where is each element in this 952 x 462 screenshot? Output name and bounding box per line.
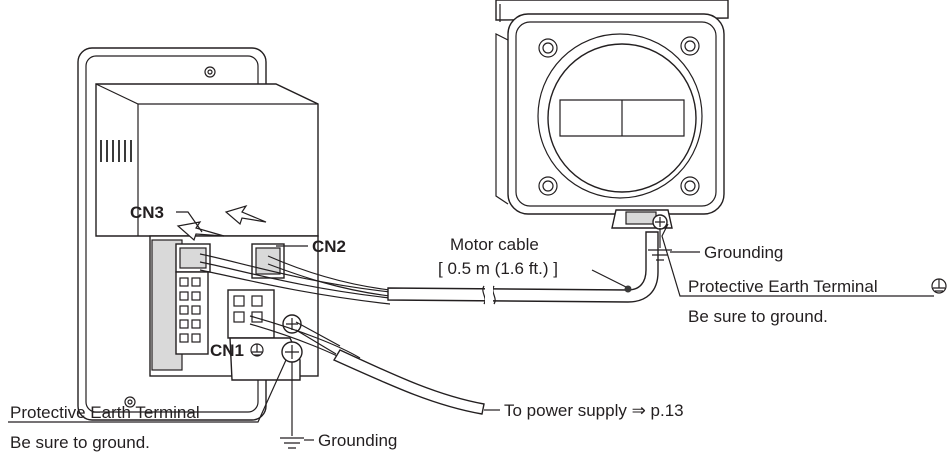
- motor-cable-label: Motor cable: [450, 235, 539, 254]
- ground-icon: [648, 228, 672, 261]
- power-supply-label: To power supply ⇒ p.13: [504, 401, 684, 420]
- leader-pe-motor: [661, 223, 934, 297]
- flange-hole-bottom-right: [680, 176, 700, 196]
- flange-hole-bottom-left: [538, 176, 558, 196]
- motor-pe-screw: [652, 214, 668, 230]
- driver-pe-screw-upper: [282, 314, 302, 334]
- power-supply-cable: [249, 315, 485, 415]
- mounting-hole-top: [204, 66, 216, 78]
- mounting-hole-bottom: [124, 396, 136, 408]
- insert-arrow-cn2: [224, 204, 267, 226]
- leader-pe-driver: [8, 359, 287, 423]
- grounding-motor-label: Grounding: [704, 243, 783, 262]
- cn2-label: CN2: [312, 237, 346, 256]
- be-sure-motor-label: Be sure to ground.: [688, 307, 828, 326]
- cn3-label: CN3: [130, 203, 164, 222]
- cn1-label: CN1: [210, 341, 244, 360]
- vent-slits: [100, 140, 132, 162]
- leader-cn3: [176, 211, 203, 233]
- driver-unit: [77, 47, 319, 421]
- flange-hole-top-left: [538, 38, 558, 58]
- cn3-connector: [175, 243, 211, 355]
- grounding-driver-label: Grounding: [318, 431, 397, 450]
- protective-earth-icon: [250, 343, 264, 357]
- motor: [495, 0, 729, 230]
- motor-cable-length-label: [ 0.5 m (1.6 ft.) ]: [438, 259, 558, 278]
- ground-icon: [280, 362, 304, 449]
- motor-cable: [199, 231, 659, 305]
- cn1-connector: [227, 289, 275, 339]
- pe-terminal-motor-label: Protective Earth Terminal: [688, 277, 878, 296]
- leader-motor-cable: [591, 269, 629, 289]
- be-sure-driver-label: Be sure to ground.: [10, 433, 150, 452]
- flange-hole-top-right: [680, 36, 700, 56]
- driver-pe-screw: [281, 341, 303, 363]
- protective-earth-icon: [931, 278, 947, 294]
- pe-terminal-driver-label: Protective Earth Terminal: [10, 403, 200, 422]
